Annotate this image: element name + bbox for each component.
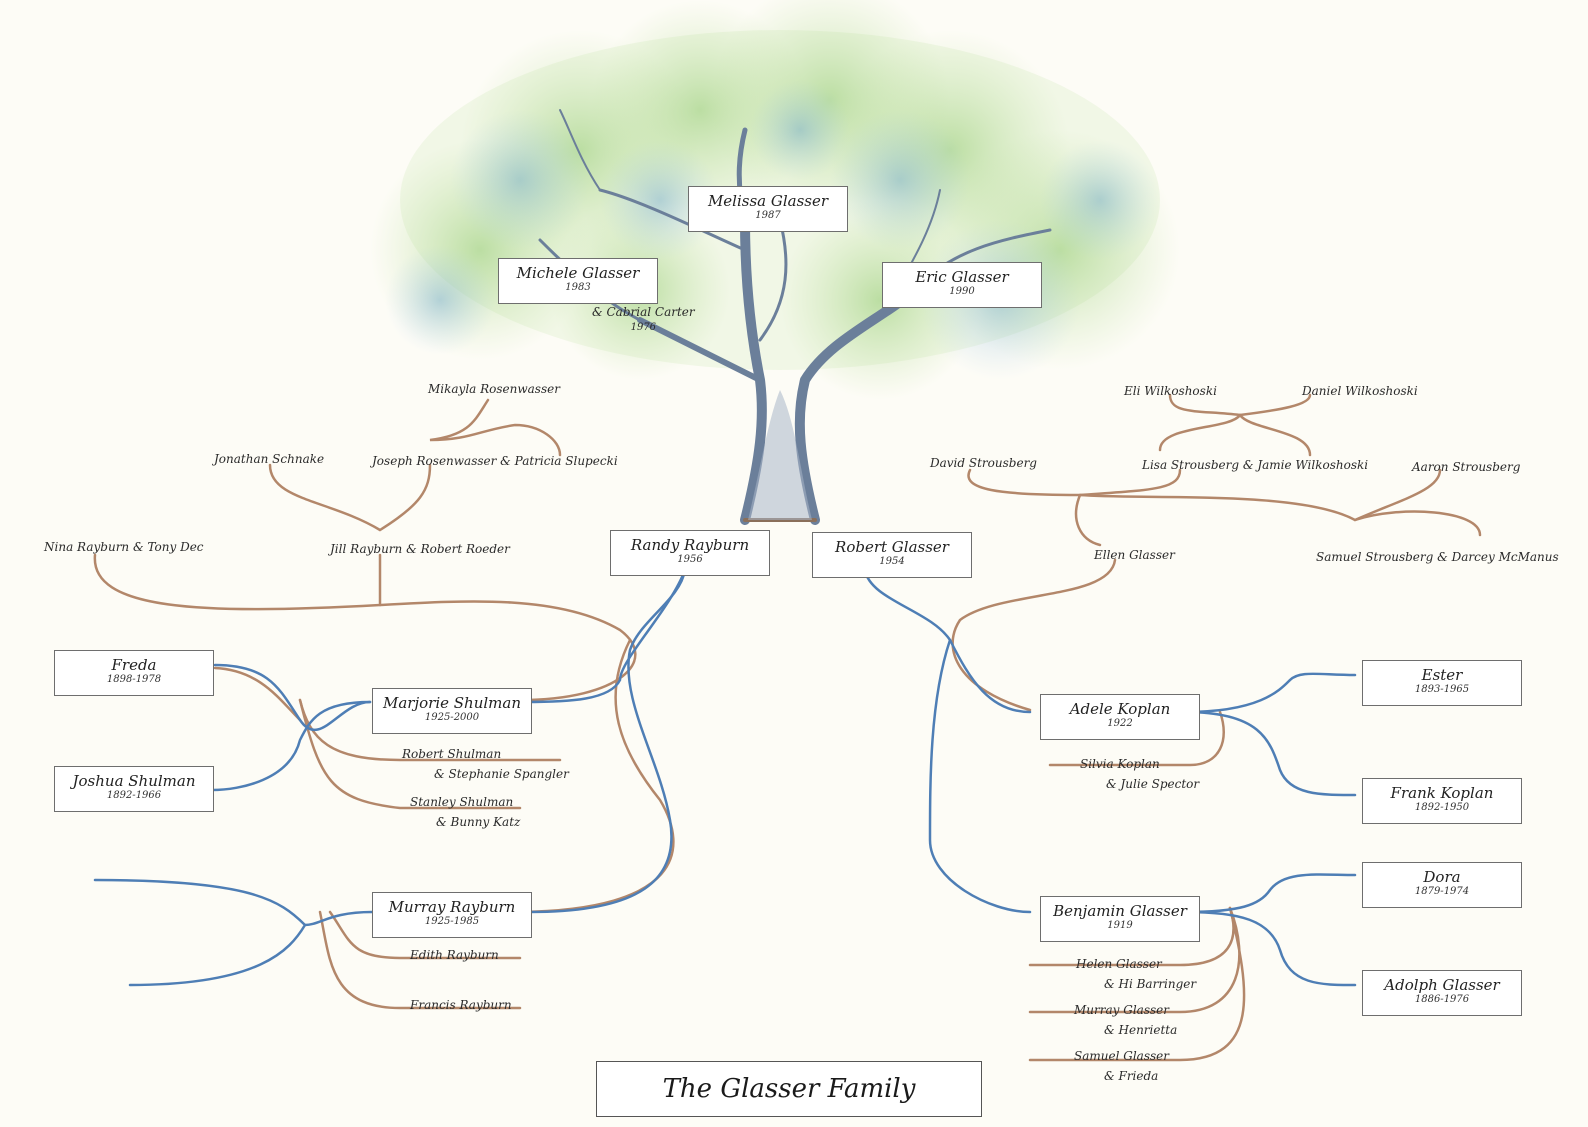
person-year: 1925-1985 [424,916,480,927]
label-joseph-rosenwasser: Joseph Rosenwasser & Patricia Slupecki [372,454,618,468]
label-samuel-glasser: Samuel Glasser & Frieda [1074,1046,1169,1086]
person-year: 1990 [949,286,975,297]
person-box-joshua-shulman[interactable]: Joshua Shulman 1892-1966 [54,766,214,812]
person-name: Ester [1421,666,1463,684]
person-name: Adolph Glasser [1384,976,1500,994]
label-helen-glasser: Helen Glasser & Hi Barringer [1076,954,1196,994]
label-line: & Henrietta [1104,1023,1178,1037]
label-line: & Cabrial Carter [592,305,695,319]
person-box-murray-rayburn[interactable]: Murray Rayburn 1925-1985 [372,892,532,938]
spouse-lines [93,393,1482,1062]
person-year: 1892-1950 [1414,802,1470,813]
person-box-freda[interactable]: Freda 1898-1978 [54,650,214,696]
person-box-marjorie-shulman[interactable]: Marjorie Shulman 1925-2000 [372,688,532,734]
person-box-randy-rayburn[interactable]: Randy Rayburn 1956 [610,530,770,576]
person-year: 1983 [565,282,591,293]
person-year: 1893-1965 [1414,684,1470,695]
person-name: Frank Koplan [1390,784,1494,802]
person-year: 1925-2000 [424,712,480,723]
person-name: Joshua Shulman [72,772,196,790]
label-david-strousberg: David Strousberg [930,456,1037,470]
label-cabrial-carter: & Cabrial Carter 1976 [592,304,695,336]
person-box-eric-glasser[interactable]: Eric Glasser 1990 [882,262,1042,308]
person-name: Freda [111,656,157,674]
label-line: Samuel Glasser [1074,1049,1169,1063]
person-name: Murray Rayburn [388,898,516,916]
label-jonathan-schnake: Jonathan Schnake [214,452,325,466]
person-year: 1956 [677,554,703,565]
person-name: Marjorie Shulman [383,694,521,712]
label-jill-rayburn: Jill Rayburn & Robert Roeder [330,542,510,556]
label-stanley-shulman: Stanley Shulman & Bunny Katz [410,792,520,832]
person-name: Robert Glasser [835,538,949,556]
person-name: Dora [1423,868,1461,886]
lineage-lines [93,568,1357,987]
person-box-adolph-glasser[interactable]: Adolph Glasser 1886-1976 [1362,970,1522,1016]
person-box-robert-glasser[interactable]: Robert Glasser 1954 [812,532,972,578]
person-year: 1919 [1107,920,1133,931]
person-year: 1954 [879,556,905,567]
person-box-benjamin-glasser[interactable]: Benjamin Glasser 1919 [1040,896,1200,942]
person-box-frank-koplan[interactable]: Frank Koplan 1892-1950 [1362,778,1522,824]
label-ellen-glasser: Ellen Glasser [1094,548,1175,562]
page-title: The Glasser Family [596,1061,982,1117]
label-francis-rayburn: Francis Rayburn [410,998,512,1012]
label-aaron-strousberg: Aaron Strousberg [1412,460,1521,474]
label-line: & Bunny Katz [436,815,521,829]
label-edith-rayburn: Edith Rayburn [410,948,499,962]
label-line: & Hi Barringer [1104,977,1197,991]
person-year: 1892-1966 [106,790,162,801]
person-year: 1886-1976 [1414,994,1470,1005]
tree-trunk [538,109,1052,525]
label-mikayla-rosenwasser: Mikayla Rosenwasser [428,382,560,396]
label-eli-wilkoshoski: Eli Wilkoshoski [1124,384,1217,398]
person-name: Adele Koplan [1069,700,1171,718]
person-box-ester[interactable]: Ester 1893-1965 [1362,660,1522,706]
person-name: Randy Rayburn [630,536,750,554]
label-line: Murray Glasser [1074,1003,1169,1017]
person-box-michele-glasser[interactable]: Michele Glasser 1983 [498,258,658,304]
person-year: 1898-1978 [106,674,162,685]
label-line: Silvia Koplan [1080,757,1160,771]
label-nina-rayburn: Nina Rayburn & Tony Dec [44,540,204,554]
label-line: Robert Shulman [402,747,502,761]
person-year: 1879-1974 [1414,886,1470,897]
label-murray-glasser: Murray Glasser & Henrietta [1074,1000,1177,1040]
person-year: 1922 [1107,718,1133,729]
label-lisa-strousberg: Lisa Strousberg & Jamie Wilkoshoski [1142,458,1369,472]
person-name: Michele Glasser [516,264,640,282]
person-name: Eric Glasser [915,268,1009,286]
label-silvia-koplan: Silvia Koplan & Julie Spector [1080,754,1199,794]
person-box-adele-koplan[interactable]: Adele Koplan 1922 [1040,694,1200,740]
label-daniel-wilkoshoski: Daniel Wilkoshoski [1302,384,1418,398]
label-samuel-strousberg: Samuel Strousberg & Darcey McManus [1316,550,1559,564]
label-robert-shulman: Robert Shulman & Stephanie Spangler [402,744,569,784]
trunk-fill [748,390,812,520]
label-line: & Frieda [1104,1069,1159,1083]
person-box-dora[interactable]: Dora 1879-1974 [1362,862,1522,908]
label-line: 1976 [630,322,657,333]
person-name: Melissa Glasser [707,192,829,210]
person-year: 1987 [755,210,781,221]
label-line: Helen Glasser [1076,957,1162,971]
label-line: & Stephanie Spangler [434,767,569,781]
person-name: Benjamin Glasser [1053,902,1187,920]
label-line: & Julie Spector [1106,777,1200,791]
person-box-melissa-glasser[interactable]: Melissa Glasser 1987 [688,186,848,232]
label-line: Stanley Shulman [410,795,514,809]
